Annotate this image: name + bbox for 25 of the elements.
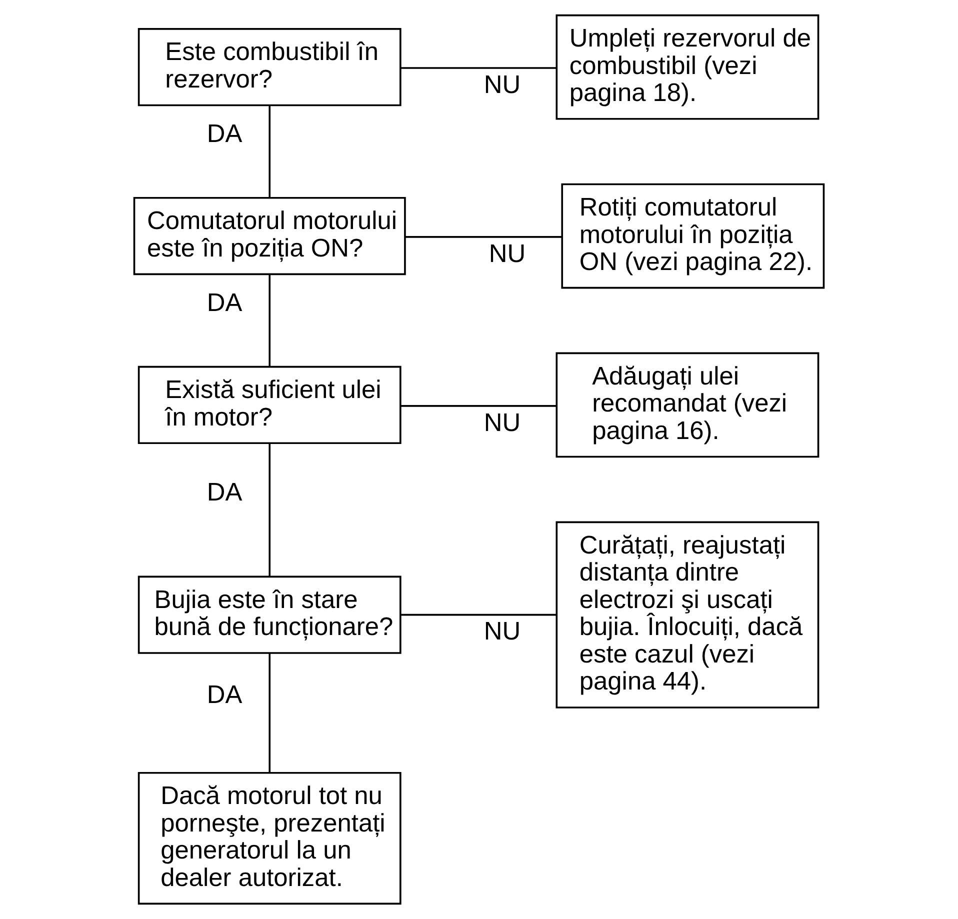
- edge-label: NU: [484, 70, 521, 99]
- edge-label: DA: [206, 120, 242, 148]
- connector: [405, 236, 562, 238]
- edge-label: NU: [488, 240, 526, 268]
- connector: [400, 405, 556, 407]
- node-box: Dacă motorul tot nu porneşte, prezentați generatorul la un dealer autorizat.: [138, 772, 402, 905]
- connector: [268, 274, 271, 367]
- node-box: Umpleți rezervorul de combustibil (vezi pagina 18).: [556, 14, 820, 120]
- edge-label: NU: [484, 408, 521, 437]
- node-box: Comutatorul motorului este în poziția ON?: [133, 196, 406, 276]
- node-box: Rotiți comutatorul motorului în poziția ON (vezi pagina 22).: [561, 183, 825, 289]
- connector: [268, 443, 271, 577]
- node-box: Este combustibil în rezervor?: [138, 28, 402, 106]
- connector: [400, 614, 556, 616]
- node-box: Adăugați ulei recomandat (vezi pagina 16).: [556, 352, 820, 458]
- edge-label: DA: [206, 478, 242, 506]
- edge-label: NU: [484, 618, 521, 646]
- node-box: Bujia este în stare bună de funcționare?: [138, 576, 402, 654]
- connector: [268, 653, 271, 772]
- connector: [400, 67, 556, 69]
- node-box: Există suficient ulei în motor?: [138, 366, 402, 444]
- edge-label: DA: [206, 288, 242, 317]
- connector: [268, 105, 271, 198]
- edge-label: DA: [206, 681, 242, 710]
- node-box: Curățați, reajustați distanța dintre electrozi şi uscați bujia. Înlocuiți, dacă este cazul (vezi pagina 44).: [556, 521, 820, 708]
